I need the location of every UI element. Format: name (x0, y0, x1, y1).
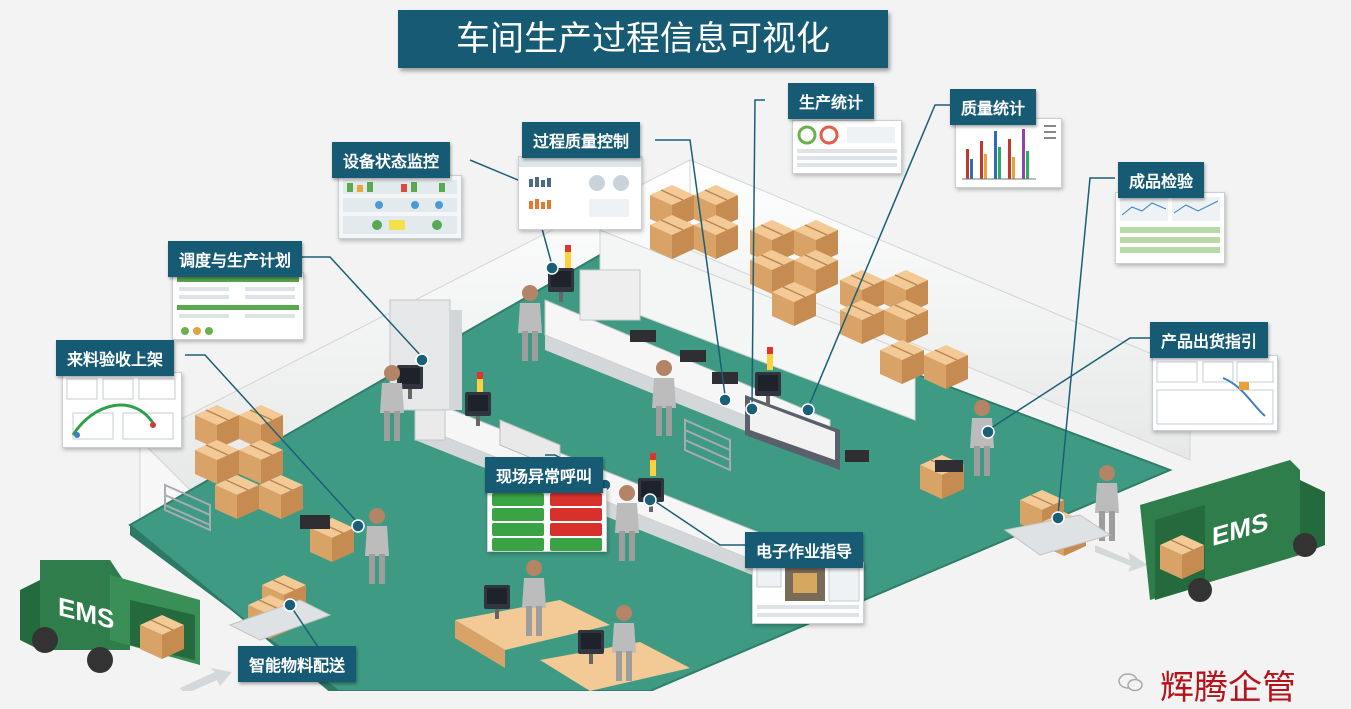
shipping-guide-panel (1152, 355, 1278, 431)
process-quality-panel (518, 156, 642, 230)
label-material-delivery[interactable]: 智能物料配送 (238, 646, 357, 682)
production-stats-panel (792, 120, 902, 174)
watermark-text: 辉腾企管 (1160, 668, 1296, 708)
label-scheduling[interactable]: 调度与生产计划 (168, 241, 303, 277)
incoming-inspection-panel (62, 372, 182, 448)
office-desks (455, 585, 690, 691)
leader-dots (283, 261, 1065, 612)
page-title: 车间生产过程信息可视化 (398, 10, 888, 68)
andon-call-panel (487, 488, 607, 552)
equipment-monitor-panel (338, 175, 462, 239)
workshop-scene (20, 99, 1325, 691)
truck-left (20, 560, 200, 673)
label-process-quality[interactable]: 过程质量控制 (522, 122, 641, 158)
work-instruction-panel (752, 562, 864, 624)
label-andon-call[interactable]: 现场异常呼叫 (485, 457, 604, 493)
label-finished-inspection[interactable]: 成品检验 (1118, 162, 1205, 198)
wechat-icon (1118, 673, 1143, 692)
truck-right (1140, 460, 1325, 602)
finished-inspection-panel (1115, 192, 1225, 264)
label-quality-stats[interactable]: 质量统计 (950, 89, 1037, 125)
label-production-stats[interactable]: 生产统计 (788, 83, 875, 119)
label-incoming-inspection[interactable]: 来料验收上架 (56, 340, 175, 376)
label-work-instruction[interactable]: 电子作业指导 (745, 532, 864, 568)
scheduling-panel (172, 272, 304, 340)
label-equipment-monitor[interactable]: 设备状态监控 (332, 142, 451, 178)
label-shipping-guide[interactable]: 产品出货指引 (1150, 322, 1269, 358)
tower-machine (389, 299, 462, 441)
quality-stats-panel (955, 118, 1062, 188)
